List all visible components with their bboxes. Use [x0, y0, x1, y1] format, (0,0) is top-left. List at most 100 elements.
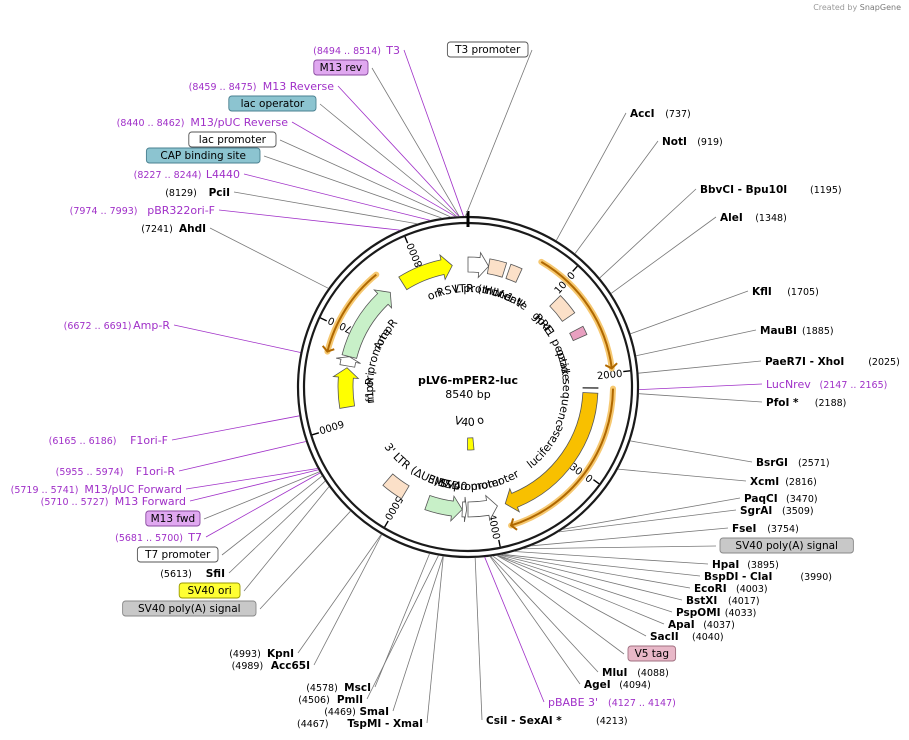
- label-position: (5681 .. 5700): [115, 533, 183, 544]
- feature-tag-text: M13 rev: [320, 62, 363, 74]
- label-name: XcmI: [750, 476, 779, 488]
- label-position: (5955 .. 5974): [56, 467, 124, 478]
- label-leader: [638, 360, 762, 374]
- label-leader: [371, 67, 460, 217]
- left-label-lac-operator-4: lac operator: [228, 95, 457, 217]
- label-leader: [263, 155, 442, 219]
- label-name: AgeI: [584, 679, 611, 691]
- label-leader: [531, 527, 729, 547]
- right-label-paqci-11: PaqCI(3470): [562, 493, 818, 530]
- label-leader: [279, 139, 451, 218]
- label-position: (919): [697, 137, 723, 148]
- label-leader: [636, 329, 757, 357]
- label-name: M13 Forward: [115, 495, 186, 508]
- label-name: T3: [385, 44, 400, 57]
- tick-mark: [311, 432, 320, 436]
- orf-arrowhead: [509, 518, 518, 531]
- left-label-lac-promoter-6: lac promoter: [188, 131, 451, 218]
- orf-arc: [510, 388, 614, 527]
- label-position: (1348): [755, 213, 787, 224]
- left-label-kpni-23: KpnI(4993): [229, 534, 382, 660]
- label-position: (4578): [306, 683, 338, 694]
- label-name: LucNrev: [766, 378, 811, 391]
- orf-arrowhead: [321, 345, 335, 353]
- label-position: (4469): [324, 707, 356, 718]
- label-name: SmaI: [360, 706, 390, 718]
- label-leader: [474, 557, 483, 721]
- right-label-alei-3: AleI(1348): [610, 212, 787, 294]
- label-position: (3509): [782, 506, 814, 517]
- label-name: BspDI - ClaI: [704, 571, 772, 583]
- label-leader: [233, 191, 418, 225]
- label-leader: [243, 486, 330, 592]
- label-leader: [171, 415, 300, 441]
- label-leader: [319, 103, 457, 217]
- label-leader: [499, 554, 683, 601]
- orf-arc: [326, 273, 377, 352]
- right-label-bstxi-18: BstXI(4017): [499, 554, 760, 607]
- label-name: BsrGI: [756, 457, 788, 469]
- right-label-hpai-15: HpaI(3895): [514, 551, 779, 571]
- feature-tag-box: [188, 131, 277, 148]
- label-name: HpaI: [712, 559, 739, 571]
- label-name: pBABE 3': [548, 696, 598, 709]
- label-position: (2816): [785, 477, 817, 488]
- feature-tag-text: SV40 poly(A) signal: [735, 540, 838, 552]
- label-leader: [558, 509, 737, 533]
- feature-label-ampr: AmpR: [371, 316, 400, 352]
- feature-label-bsd: BSD: [436, 476, 460, 493]
- label-position: (8459 .. 8475): [189, 82, 257, 93]
- left-label-ahdi-11: AhdI(7241): [141, 223, 329, 289]
- label-leader: [189, 469, 319, 502]
- label-position: (3754): [767, 524, 799, 535]
- left-label-f1ori-r-14: F1ori-R(5955 .. 5974): [56, 441, 307, 478]
- label-name: pBR322ori-F: [147, 204, 215, 217]
- right-label-bsrgi-9: BsrGI(2571): [630, 440, 830, 469]
- feature-tag-text: T3 promoter: [454, 44, 521, 56]
- label-name: MluI: [602, 667, 627, 679]
- feature-tag-text: CAP binding site: [160, 150, 246, 162]
- right-label-pspomi-19: PspOMI(4033): [497, 555, 756, 619]
- label-name: PaeR7I - XhoI: [765, 356, 844, 368]
- right-label-sacii-21: SacII(4040): [496, 555, 724, 643]
- label-position: (6672 .. 6691): [64, 321, 132, 332]
- label-position: (5613): [160, 569, 192, 580]
- label-name: EcoRI: [694, 583, 727, 595]
- label-name: SfiI: [206, 568, 225, 580]
- left-label-amp-r-12: Amp-R(6672 .. 6691): [64, 319, 301, 353]
- left-label-sv40-ori-21: SV40 ori: [178, 486, 330, 599]
- label-leader: [221, 475, 323, 556]
- label-position: (2188): [815, 398, 847, 409]
- right-label-v5-tag-22: V5 tag: [492, 555, 677, 662]
- label-leader: [465, 49, 533, 217]
- left-label-t3-0: T3 (8494 .. 8514): [313, 44, 464, 217]
- label-name: FseI: [732, 523, 756, 535]
- feature-tag-text: V5 tag: [635, 648, 669, 660]
- label-position: (4040): [692, 632, 724, 643]
- label-name: AccI: [630, 108, 654, 120]
- label-position: (8129): [165, 188, 197, 199]
- label-position: (3990): [800, 572, 832, 583]
- left-label-sv40-poly-a-signal-22: SV40 poly(A) signal: [122, 510, 351, 617]
- left-label-t7-promoter-19: T7 promoter: [136, 475, 323, 563]
- label-leader: [489, 556, 581, 685]
- left-label-m13-puc-reverse-5: M13/pUC Reverse(8440 .. 8462): [117, 116, 456, 217]
- label-leader: [562, 497, 741, 530]
- tick-mark: [320, 317, 328, 322]
- right-label-xcmi-10: XcmI (2816): [617, 468, 817, 488]
- feature-5-ltr-truncated: [486, 258, 508, 278]
- label-leader: [426, 556, 444, 724]
- orf-arc: [540, 261, 613, 369]
- left-label-msci-25: MscI(4578): [306, 553, 430, 694]
- label-name: MauBI: [760, 325, 797, 337]
- feature-rsv-promoter: [467, 251, 490, 279]
- label-position: (8494 .. 8514): [313, 46, 381, 57]
- label-position: (4506): [298, 695, 330, 706]
- right-label-kfli-4: KflI(1705): [630, 286, 819, 335]
- label-name: Amp-R: [133, 319, 170, 332]
- label-position: (4017): [728, 596, 760, 607]
- feature-tag-box: [145, 147, 261, 164]
- right-label-pbabe-3-25: pBABE 3'(4127 .. 4147): [484, 557, 676, 709]
- label-position: (3470): [786, 494, 818, 505]
